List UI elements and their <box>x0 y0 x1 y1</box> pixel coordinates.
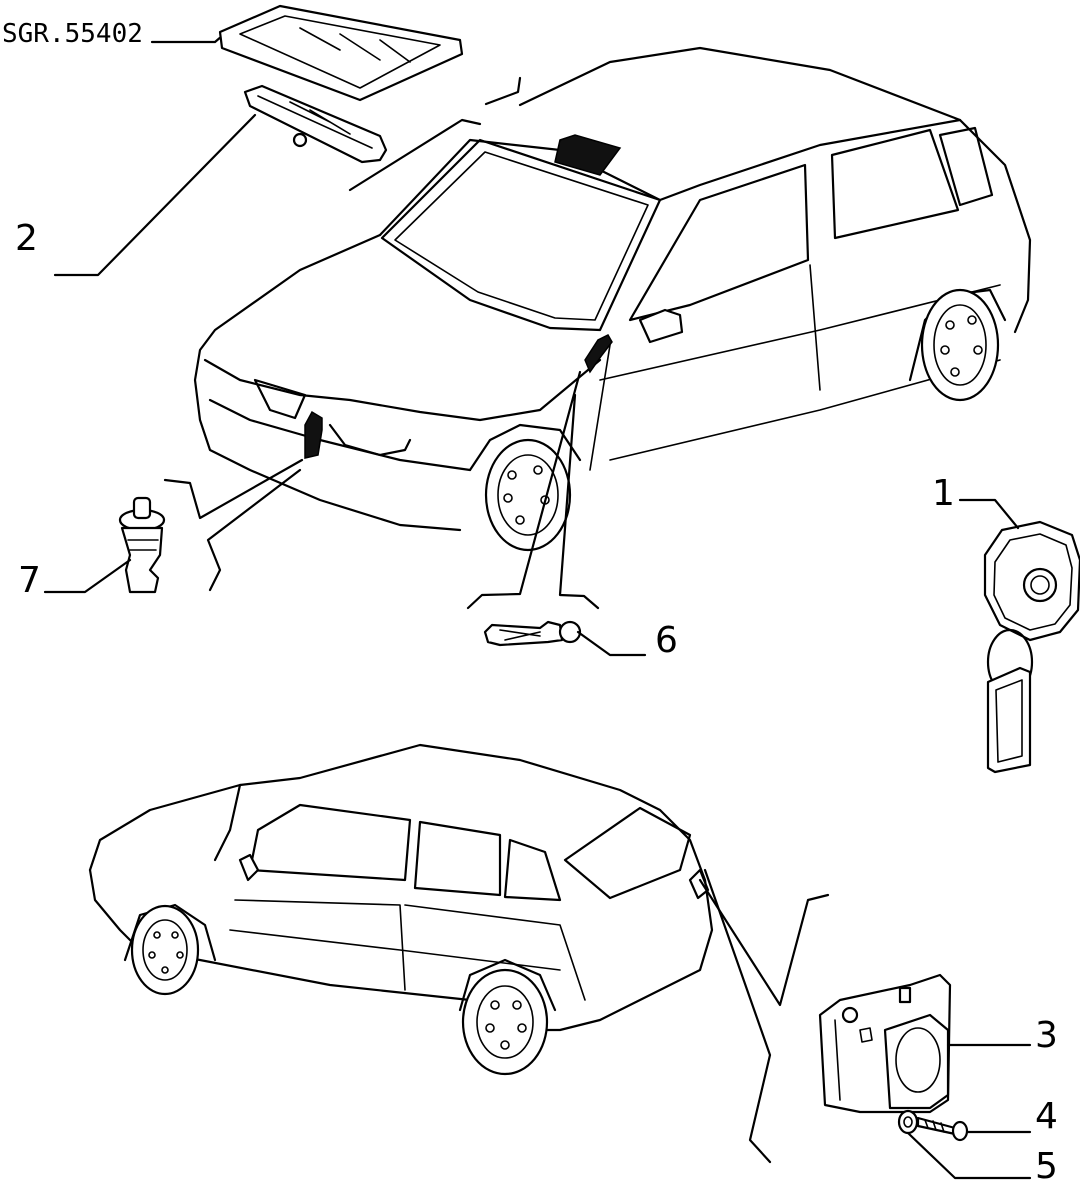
drawing-code: SGR.55402 <box>2 19 143 49</box>
rear-wheel-2 <box>458 958 557 1076</box>
leader-7 <box>43 558 132 594</box>
leader-5 <box>906 1131 1032 1180</box>
front-wheel-2 <box>123 903 217 996</box>
guide-door-2 <box>558 393 600 610</box>
roof-console <box>243 84 388 164</box>
door-switch-location <box>584 334 613 374</box>
bonnet-switch <box>118 496 166 594</box>
washer <box>897 1109 919 1135</box>
callout-6: 6 <box>655 620 678 661</box>
screw <box>916 1116 969 1142</box>
guide-door-1 <box>466 370 582 610</box>
remote-key <box>983 520 1080 774</box>
hood-switch-location <box>304 410 323 459</box>
alarm-siren <box>818 973 952 1114</box>
callout-1: 1 <box>932 473 955 514</box>
leader-2 <box>53 113 257 277</box>
leader-drawing-code <box>150 34 224 44</box>
guide-siren-2 <box>703 868 772 1164</box>
callout-2: 2 <box>15 218 38 259</box>
leader-1 <box>958 498 1020 530</box>
rear-wheel <box>908 288 1007 402</box>
guide-roof-1 <box>484 76 522 106</box>
interior-lamp-cover <box>218 4 464 102</box>
callout-4: 4 <box>1035 1096 1058 1137</box>
guide-hood-1 <box>163 458 304 520</box>
callout-3: 3 <box>1035 1015 1058 1056</box>
callout-5: 5 <box>1035 1146 1058 1183</box>
car-front-view <box>193 46 1032 552</box>
front-wheel <box>468 423 582 552</box>
guide-siren-1 <box>698 878 830 1007</box>
guide-hood-2 <box>206 468 302 592</box>
callout-7: 7 <box>18 560 41 601</box>
car-rear-view <box>88 743 714 1076</box>
roof-lamp-location <box>554 134 622 176</box>
guide-roof-2 <box>348 118 482 192</box>
door-switch <box>483 620 582 647</box>
leader-6 <box>576 630 647 657</box>
